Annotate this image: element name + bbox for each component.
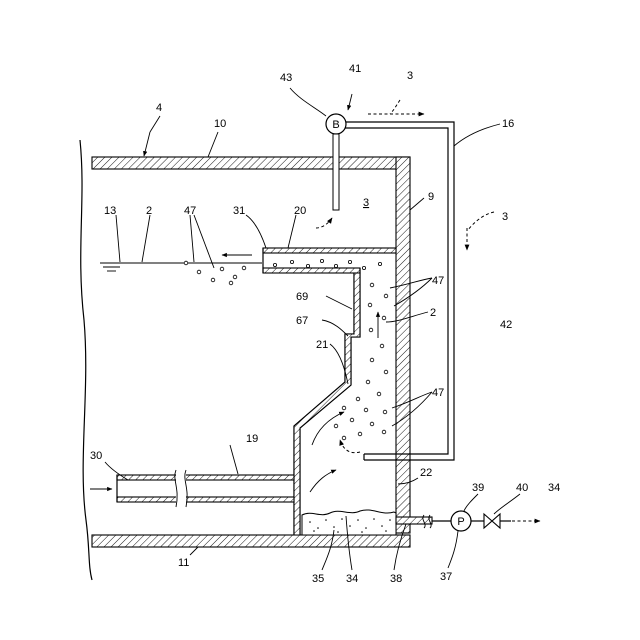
inlet-pipe-top-wall [117, 475, 294, 480]
ref-34-right: 34 [548, 482, 560, 494]
ref-30: 30 [90, 450, 102, 462]
ref-41: 41 [349, 63, 361, 75]
ref-3-top: 3 [407, 70, 413, 82]
ref-3-right: 3 [502, 211, 508, 223]
ref-21: 21 [316, 339, 328, 351]
swirl-arrow-lower [310, 470, 336, 492]
ref-39: 39 [472, 482, 484, 494]
ref-16: 16 [502, 118, 514, 130]
ref-4: 4 [156, 102, 162, 114]
ref-69: 69 [296, 291, 308, 303]
ref-2-tank: 2 [146, 205, 152, 217]
blower-down-pipe [333, 134, 339, 210]
ref-19: 19 [246, 433, 258, 445]
ref-10: 10 [214, 118, 226, 130]
air-label-arrow-right [468, 212, 494, 230]
ref-31: 31 [233, 205, 245, 217]
tank-break-line [80, 140, 92, 580]
ref-20: 20 [294, 205, 306, 217]
ref-9: 9 [428, 191, 434, 203]
ref-11: 11 [178, 557, 189, 569]
tank-bottom-wall [92, 535, 410, 547]
tank-right-wall [396, 157, 410, 533]
ref-35: 35 [312, 573, 324, 585]
ref-22: 22 [420, 467, 432, 479]
outlet-pipe-bottom-wall [263, 268, 360, 273]
air-out-arrow [340, 440, 360, 453]
pump-symbol: P [457, 516, 464, 528]
ref-38: 38 [390, 573, 402, 585]
swirl-arrow-upper [312, 412, 344, 445]
valve-symbol [484, 514, 500, 528]
sludge-pipe-38 [396, 517, 432, 524]
ref-40: 40 [516, 482, 528, 494]
partition-hatch-strip [294, 273, 360, 535]
ref-67: 67 [296, 315, 308, 327]
sludge-layer [302, 510, 396, 535]
ref-2-chamber: 2 [430, 307, 436, 319]
inlet-pipe-bottom-wall [117, 497, 294, 502]
air-label-arrow-top [390, 100, 400, 114]
ref-37: 37 [440, 571, 452, 583]
tank-top-wall [92, 157, 410, 169]
blower-in-arrow [316, 218, 332, 228]
ref-43: 43 [280, 72, 292, 84]
ref-42: 42 [500, 319, 512, 331]
inlet-pipe-break-gap [176, 472, 186, 505]
ref-13: 13 [104, 205, 116, 217]
ref-47-tank: 47 [184, 205, 196, 217]
ref-47-upper: 47 [432, 275, 444, 287]
blower-symbol: B [332, 119, 339, 131]
ref-34-sludge: 34 [346, 573, 358, 585]
outlet-pipe-top-wall [263, 248, 396, 253]
ref-3-chamber: 3 [363, 197, 369, 209]
ref-47-lower: 47 [432, 387, 444, 399]
